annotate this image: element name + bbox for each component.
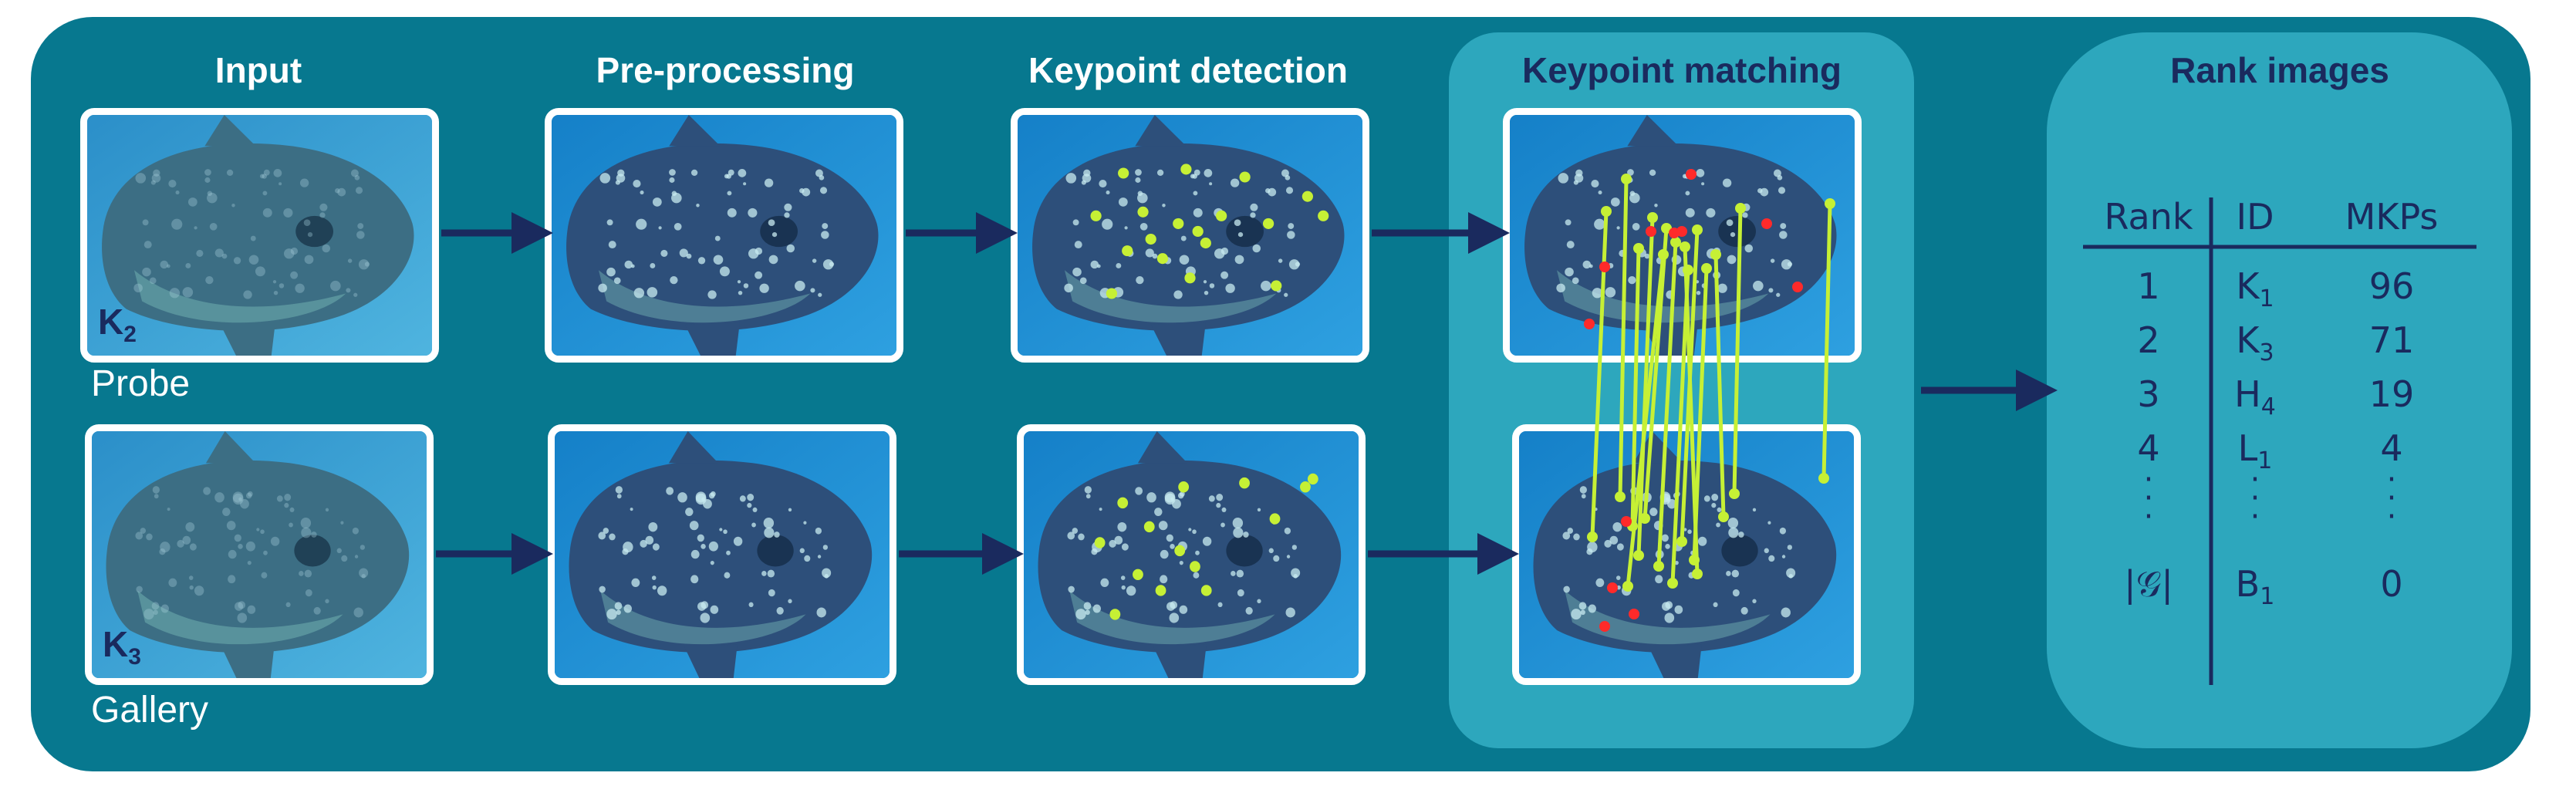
keypoint-dot	[1318, 210, 1329, 221]
cell-rank: 1	[2137, 265, 2160, 307]
keypoint-dot	[1122, 245, 1133, 257]
cell-mkps: 4	[2380, 427, 2403, 469]
probe-matching-image	[1503, 108, 1862, 363]
keypoint-dot	[1094, 537, 1106, 548]
keypoint-dot	[1145, 233, 1156, 245]
keypoint-dot	[1173, 218, 1184, 229]
sunfish-photo	[1024, 431, 1359, 678]
cell-rank: 2	[2137, 319, 2160, 361]
header-rank: Rank	[2104, 196, 2193, 238]
cell-id: L1	[2237, 427, 2273, 475]
ellipsis-icon: ···	[2386, 462, 2397, 535]
keypoint-dot	[1180, 164, 1192, 175]
keypoint-dot	[1137, 206, 1149, 218]
gallery-preprocessed-image	[548, 424, 896, 685]
cell-id-last: B1	[2235, 563, 2275, 611]
cell-rank: 4	[2137, 427, 2160, 469]
stage-title-preprocessing: Pre-processing	[596, 50, 855, 90]
keypoint-dot	[1200, 238, 1211, 249]
header-mkps: MKPs	[2345, 196, 2439, 238]
keypoint-dot	[1239, 171, 1251, 183]
keypoint-dot	[1155, 585, 1166, 596]
cell-mkps: 19	[2368, 373, 2415, 415]
keypoint-dot	[1262, 218, 1274, 229]
keypoint-dot	[1184, 272, 1196, 284]
probe-input-image: K2	[80, 108, 439, 363]
keypoint-dot	[1190, 561, 1200, 572]
gallery-input-image: K3	[85, 424, 434, 685]
keypoint-dot	[1090, 210, 1102, 221]
sunfish-photo	[1519, 431, 1854, 678]
cell-rank: 3	[2137, 373, 2160, 415]
cell-rank-last: |𝒢|	[2124, 563, 2173, 605]
ellipsis-icon: ···	[2250, 462, 2260, 535]
keypoint-dot	[1109, 609, 1121, 620]
header-id: ID	[2236, 196, 2274, 238]
stage-title-matching: Keypoint matching	[1521, 50, 1842, 90]
stage-title-rank: Rank images	[2170, 50, 2389, 90]
keypoint-dot	[1143, 521, 1155, 533]
probe-id-label: K2	[98, 301, 137, 347]
gallery-detection-image	[1017, 424, 1366, 685]
keypoint-dot	[1216, 210, 1227, 221]
sunfish-photo	[87, 115, 432, 356]
cell-id: K1	[2236, 265, 2274, 313]
keypoint-dot	[1302, 191, 1313, 202]
cell-id: H4	[2234, 373, 2276, 421]
sunfish-photo	[1510, 115, 1855, 356]
stage-title-input: Input	[214, 50, 302, 90]
ellipsis-icon: ···	[2143, 462, 2154, 535]
keypoint-dot	[1133, 569, 1143, 581]
cell-mkps: 71	[2368, 319, 2415, 361]
keypoint-dot	[1192, 225, 1204, 238]
sunfish-photo	[555, 431, 890, 678]
keypoint-dot	[1269, 513, 1281, 525]
sunfish-photo	[1018, 115, 1362, 356]
keypoint-dot	[1156, 253, 1169, 265]
keypoint-dot	[1271, 280, 1282, 292]
rank-images-box	[2047, 32, 2512, 748]
keypoint-dot	[1178, 481, 1190, 493]
keypoint-dot	[1174, 545, 1186, 557]
sunfish-photo	[92, 431, 427, 678]
gallery-matching-image	[1512, 424, 1861, 685]
probe-preprocessed-image	[545, 108, 903, 363]
gallery-id-label: K3	[103, 623, 141, 670]
keypoint-dot	[1118, 167, 1129, 179]
sunfish-photo	[552, 115, 896, 356]
keypoint-dot	[1239, 477, 1250, 489]
keypoint-dot	[1117, 497, 1129, 509]
cell-mkps-last: 0	[2380, 563, 2403, 605]
keypoint-dot	[1200, 585, 1212, 596]
stage-title-detection: Keypoint detection	[1028, 50, 1349, 90]
keypoint-dot	[1300, 481, 1311, 493]
probe-detection-image	[1011, 108, 1369, 363]
cell-id: K3	[2236, 319, 2274, 367]
keypoint-dot	[1307, 473, 1318, 485]
cell-mkps: 96	[2368, 265, 2415, 307]
gallery-label: Gallery	[91, 690, 209, 731]
probe-label: Probe	[91, 363, 191, 404]
keypoint-dot	[1106, 288, 1118, 299]
